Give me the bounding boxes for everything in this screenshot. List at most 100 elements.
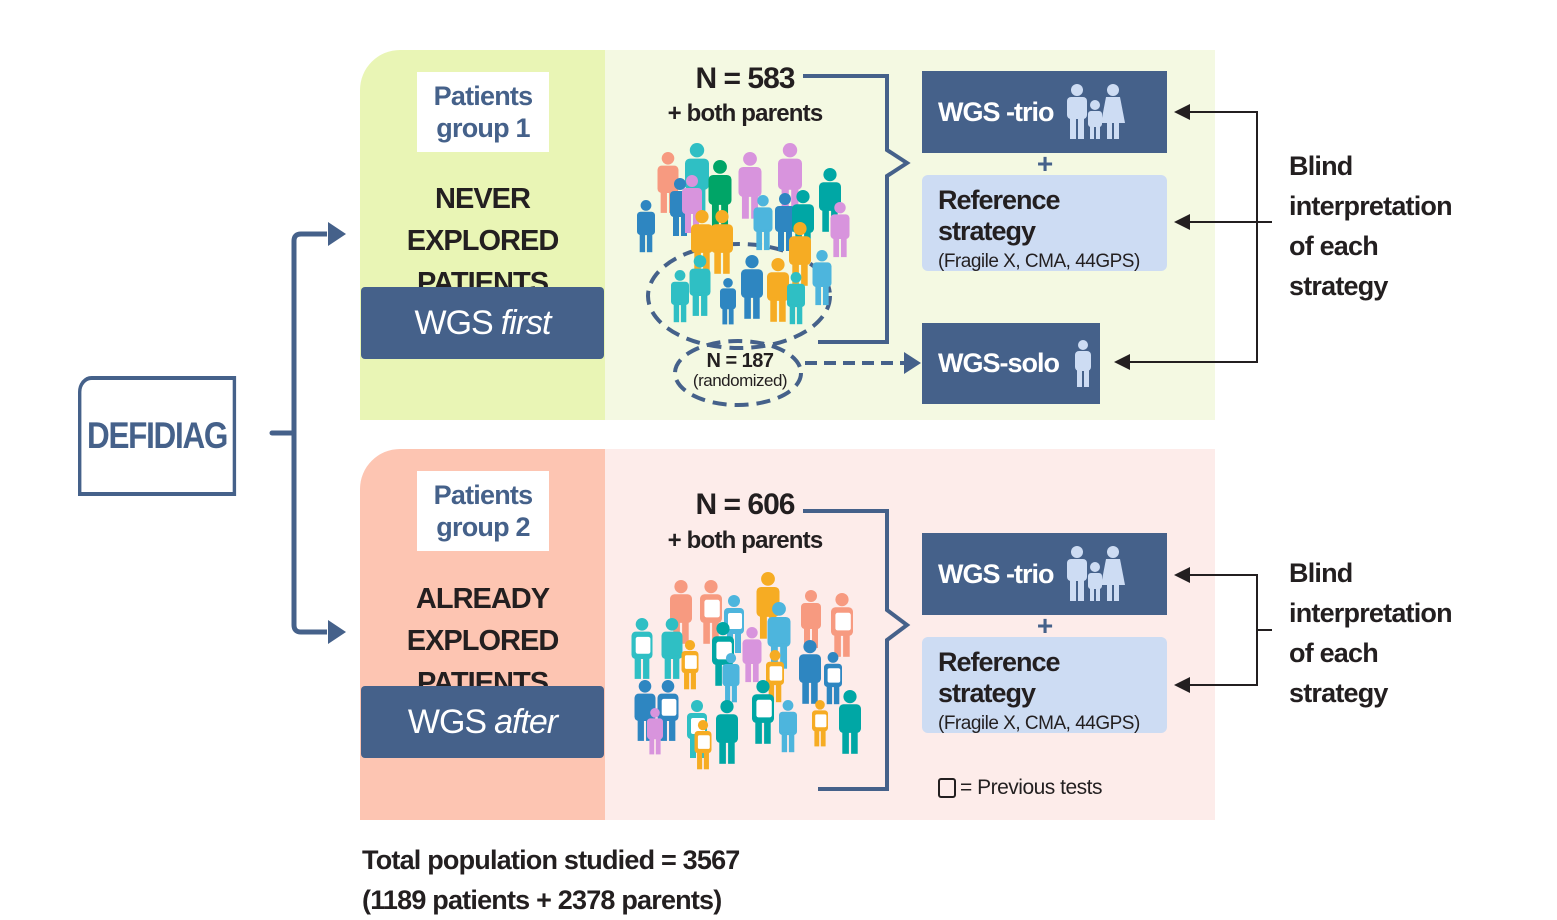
- blind-interpretation-label-1: Blind interpretation of each strategy: [1289, 146, 1453, 306]
- group1-parents-label: + both parents: [667, 100, 824, 127]
- blind-line: strategy: [1289, 271, 1388, 301]
- person-figure: [694, 720, 712, 770]
- subgroup-n-label: N = 187: [706, 350, 774, 372]
- defidiag-branch: [269, 222, 346, 644]
- blind-line: Blind: [1289, 558, 1353, 588]
- group2-people: [631, 572, 861, 770]
- group2-blind-bracket: [1188, 574, 1272, 686]
- wgs-solo-box: WGS-solo: [922, 323, 1100, 404]
- approach-emphasis: after: [494, 702, 558, 741]
- wgs-trio-box-1: WGS -trio: [922, 71, 1167, 153]
- blind-line: of each: [1289, 231, 1379, 261]
- previous-test-box-icon: [938, 778, 956, 798]
- person-figure: [631, 618, 653, 679]
- previous-tests-legend: = Previous tests: [938, 776, 1102, 800]
- previous-test-doc: [756, 699, 772, 718]
- person-figure: [812, 250, 832, 306]
- subgroup-note: (randomized): [692, 371, 788, 390]
- person-figure: [671, 270, 689, 323]
- person-figure: [775, 193, 795, 251]
- wgs-solo-label: WGS-solo: [938, 348, 1060, 378]
- blind-line: of each: [1289, 638, 1379, 668]
- randomized-subset-ellipse: [646, 242, 832, 350]
- previous-test-doc: [827, 668, 841, 683]
- person-figure: [753, 195, 773, 251]
- arrow-to-wgs-trio-2: [1174, 567, 1190, 583]
- person-figure: [689, 254, 711, 316]
- plus-sign-1: +: [1036, 148, 1054, 179]
- wgs-trio-label: WGS -trio: [938, 558, 1054, 589]
- person-figure: [738, 152, 762, 219]
- person-figure: [801, 590, 821, 648]
- group1-people: [637, 143, 850, 325]
- study-title: DEFIDIAG: [87, 415, 228, 456]
- approach-main: WGS: [414, 303, 494, 342]
- approach-emphasis: first: [500, 303, 552, 342]
- person-figure: [647, 708, 663, 755]
- person-figure: [720, 278, 736, 325]
- group2-label-line1: Patients: [433, 480, 533, 510]
- blind-line: interpretation: [1289, 598, 1453, 628]
- family-trio-icon: [1067, 84, 1126, 139]
- person-figure: [657, 680, 679, 741]
- person-figure: [716, 700, 738, 764]
- person-figure: [831, 593, 853, 657]
- person-figure: [752, 680, 774, 744]
- previous-test-doc: [835, 612, 851, 631]
- person-figure: [711, 210, 733, 274]
- total-line1: Total population studied = 3567: [362, 845, 740, 875]
- single-person-icon: [1075, 339, 1091, 387]
- wgs-solo-arrowhead: [904, 352, 921, 374]
- group1-label-line1: Patients: [433, 81, 533, 111]
- total-line2: (1189 patients + 2378 parents): [362, 885, 722, 915]
- person-figure: [722, 653, 740, 703]
- person-figure: [681, 640, 699, 690]
- group1-bracket: [803, 74, 911, 344]
- reference-strategy-label: Reference strategy: [938, 185, 1061, 246]
- person-figure: [741, 255, 763, 319]
- group2-n-label: N = 606: [695, 488, 796, 521]
- person-figure: [742, 627, 762, 683]
- group1-blind-bracket: [1128, 111, 1272, 363]
- group2-parents-label: + both parents: [667, 527, 824, 554]
- person-figure: [637, 200, 655, 253]
- reference-strategy-detail: (Fragile X, CMA, 44GPS): [938, 251, 1140, 272]
- person-figure: [766, 650, 784, 703]
- person-figure: [787, 272, 805, 325]
- legend-label: = Previous tests: [960, 776, 1102, 799]
- previous-test-doc: [635, 636, 651, 654]
- arrow-to-reference-2: [1174, 677, 1190, 693]
- arrow-to-group1: [328, 222, 346, 246]
- group2-label: Patients group 2: [417, 471, 549, 551]
- person-figure: [830, 202, 850, 258]
- person-figure: [700, 580, 722, 644]
- family-trio-icon: [1067, 546, 1126, 601]
- wgs-trio-label: WGS -trio: [938, 96, 1054, 127]
- person-figure: [799, 640, 821, 704]
- previous-test-doc: [769, 666, 783, 681]
- total-population: Total population studied = 3567 (1189 pa…: [362, 840, 740, 920]
- person-figure: [824, 652, 842, 705]
- wgs-trio-box-2: WGS -trio: [922, 533, 1167, 615]
- arrow-to-wgs-solo: [1114, 354, 1130, 370]
- blind-line: strategy: [1289, 678, 1388, 708]
- person-figure: [682, 175, 702, 233]
- approach-main: WGS: [407, 702, 487, 741]
- previous-test-doc: [704, 599, 720, 618]
- group2-bracket: [803, 509, 911, 791]
- previous-test-doc: [661, 698, 677, 716]
- previous-test-doc: [728, 613, 742, 629]
- person-figure: [779, 700, 797, 753]
- reference-strategy-box-1: Reference strategy (Fragile X, CMA, 44GP…: [922, 175, 1167, 272]
- person-figure: [839, 690, 861, 754]
- randomized-label-ellipse: [673, 339, 803, 407]
- reference-strategy-box-2: Reference strategy (Fragile X, CMA, 44GP…: [922, 637, 1167, 734]
- group1-title-line1: NEVER EXPLORED: [406, 183, 560, 257]
- group1-label-line2: group 1: [436, 113, 530, 143]
- group2-label-line2: group 2: [436, 512, 530, 542]
- blind-line: interpretation: [1289, 191, 1453, 221]
- arrow-to-group2: [328, 620, 346, 644]
